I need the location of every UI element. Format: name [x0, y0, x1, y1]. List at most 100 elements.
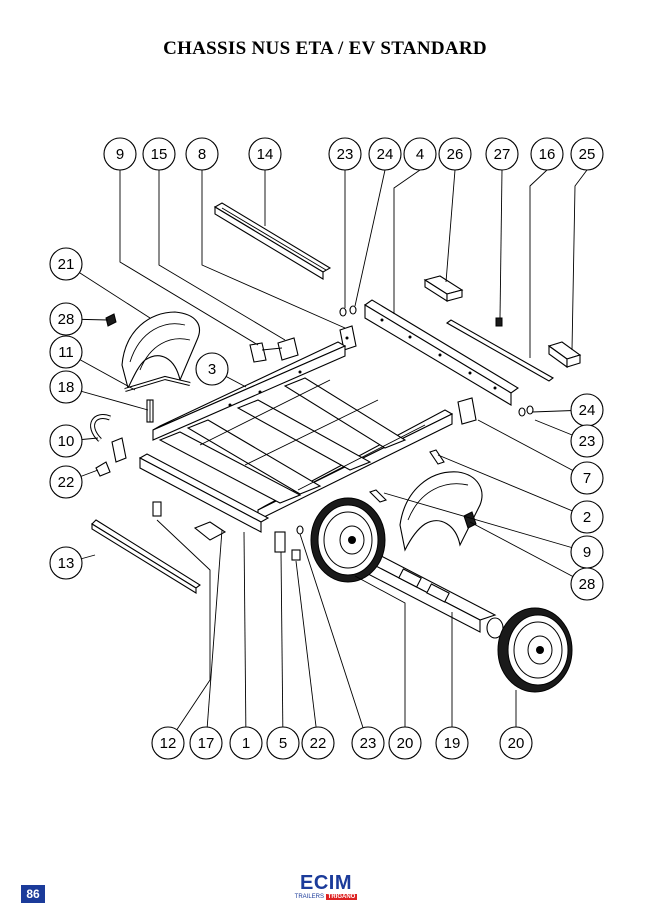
- callout-5: 5: [266, 726, 300, 760]
- part-mudguard-right: [399, 471, 483, 552]
- logo-badge: TRIGANO: [325, 894, 358, 900]
- svg-text:24: 24: [579, 402, 596, 419]
- part-5-bracket: [274, 531, 286, 553]
- svg-text:24: 24: [377, 146, 394, 163]
- callout-19: 19: [435, 726, 469, 760]
- callout-9-right: 9: [570, 535, 604, 569]
- part-20-wheel-right: [497, 607, 573, 693]
- part-14-rail: [213, 202, 332, 280]
- brand-logo: ECIM TRAILERS TRIGANO: [291, 873, 361, 909]
- logo-tagline: TRAILERS: [294, 894, 324, 900]
- svg-text:22: 22: [310, 735, 327, 752]
- callout-24: 24: [368, 137, 402, 171]
- callout-15: 15: [142, 137, 176, 171]
- callout-27: 27: [485, 137, 519, 171]
- callout-23-right: 23: [570, 424, 604, 458]
- part-bolt-center: [368, 489, 388, 503]
- callout-12: 12: [151, 726, 185, 760]
- svg-text:28: 28: [58, 311, 75, 328]
- svg-text:11: 11: [58, 344, 74, 361]
- part-21-mudguard: [121, 311, 201, 390]
- svg-text:13: 13: [58, 555, 75, 572]
- part-4-side-rail: [363, 299, 520, 406]
- part-17-bracket: [193, 521, 227, 541]
- callout-14: 14: [248, 137, 282, 171]
- part-15-bracket: [249, 337, 299, 363]
- page-title: CHASSIS NUS ETA / EV STANDARD: [163, 38, 487, 59]
- svg-text:1: 1: [242, 735, 250, 752]
- part-10-hook: [90, 414, 111, 442]
- callout-3: 3: [195, 352, 229, 386]
- part-rings-right: [518, 405, 534, 417]
- callout-18: 18: [49, 370, 83, 404]
- callout-17: 17: [189, 726, 223, 760]
- svg-text:16: 16: [539, 146, 556, 163]
- svg-text:17: 17: [198, 735, 215, 752]
- svg-text:27: 27: [494, 146, 511, 163]
- callout-21: 21: [49, 247, 83, 281]
- svg-text:8: 8: [198, 146, 206, 163]
- callout-24-right: 24: [570, 393, 604, 427]
- svg-text:12: 12: [160, 735, 177, 752]
- part-26-block: [423, 275, 464, 303]
- callout-9: 9: [103, 137, 137, 171]
- callout-20-left: 20: [388, 726, 422, 760]
- logo-tagline-row: TRAILERS TRIGANO: [291, 893, 361, 901]
- part-12-bracket: [152, 501, 162, 517]
- svg-text:10: 10: [58, 433, 75, 450]
- svg-text:25: 25: [579, 146, 596, 163]
- svg-text:26: 26: [447, 146, 464, 163]
- page-number: 86: [21, 885, 45, 903]
- callout-7: 7: [570, 461, 604, 495]
- svg-text:23: 23: [337, 146, 354, 163]
- part-27-clip: [495, 317, 503, 327]
- svg-text:5: 5: [279, 735, 287, 752]
- part-11-rod: [124, 375, 191, 392]
- callout-28-right: 28: [570, 567, 604, 601]
- callout-2: 2: [570, 500, 604, 534]
- callout-22: 22: [49, 465, 83, 499]
- callout-20-right: 20: [499, 726, 533, 760]
- svg-text:2: 2: [583, 509, 591, 526]
- part-22-clip: [291, 549, 301, 561]
- part-latch: [111, 437, 127, 463]
- callout-4: 4: [403, 137, 437, 171]
- part-16-bar: [445, 319, 555, 382]
- part-18-bracket: [146, 399, 154, 423]
- callout-11: 11: [49, 335, 83, 369]
- part-28-left-clip: [105, 313, 117, 327]
- part-13-bar: [91, 519, 201, 594]
- logo-brand: ECIM: [300, 872, 352, 894]
- svg-text:20: 20: [397, 735, 414, 752]
- svg-text:3: 3: [208, 361, 216, 378]
- callout-8: 8: [185, 137, 219, 171]
- callout-28: 28: [49, 302, 83, 336]
- part-3-chassis-frame: [138, 341, 454, 533]
- callouts: 9 15 8 14 23 24 4 26 27 16 25 21 28 11 3…: [49, 137, 604, 760]
- svg-text:21: 21: [58, 256, 75, 273]
- svg-text:4: 4: [416, 146, 424, 163]
- part-8-bracket: [339, 325, 357, 351]
- svg-text:20: 20: [508, 735, 525, 752]
- svg-text:19: 19: [444, 735, 461, 752]
- svg-text:22: 22: [58, 474, 75, 491]
- callout-23: 23: [328, 137, 362, 171]
- part-7-bracket: [457, 397, 477, 425]
- svg-text:23: 23: [360, 735, 377, 752]
- svg-text:9: 9: [583, 544, 591, 561]
- svg-text:14: 14: [257, 146, 274, 163]
- part-22-left-clip: [95, 461, 111, 477]
- svg-text:7: 7: [583, 470, 591, 487]
- callout-23-bottom: 23: [351, 726, 385, 760]
- svg-text:18: 18: [58, 379, 75, 396]
- part-23-ring: [296, 525, 304, 535]
- callout-1: 1: [229, 726, 263, 760]
- svg-text:15: 15: [151, 146, 168, 163]
- part-25-block: [547, 341, 582, 369]
- part-20-wheel-left: [310, 497, 386, 583]
- svg-text:9: 9: [116, 146, 124, 163]
- callout-25: 25: [570, 137, 604, 171]
- callout-16: 16: [530, 137, 564, 171]
- part-rings-top: [339, 305, 357, 317]
